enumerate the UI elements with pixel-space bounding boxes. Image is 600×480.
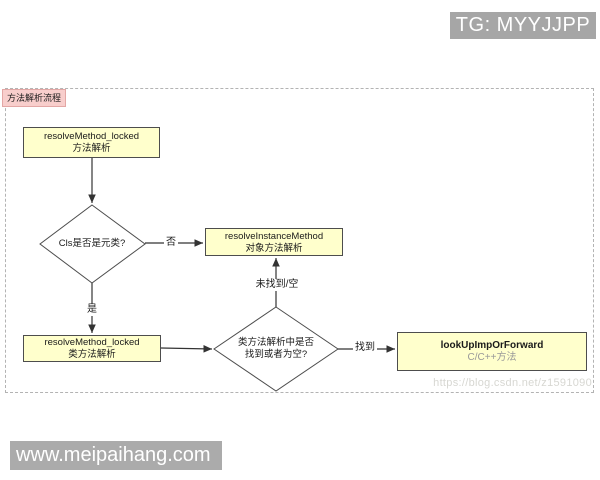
- diamond-label-line1: 类方法解析中是否: [237, 337, 315, 348]
- decision-diamond-found-or-empty: [213, 306, 339, 392]
- tg-watermark-badge: TG: MYYJJPP: [450, 12, 596, 39]
- node-resolve-method-locked-class: resolveMethod_locked 类方法解析: [23, 335, 161, 362]
- node-title: lookUpImpOrForward: [440, 340, 544, 351]
- node-resolve-method-locked-method: resolveMethod_locked 方法解析: [23, 127, 160, 158]
- csdn-url-watermark: https://blog.csdn.net/z1591090: [433, 377, 592, 389]
- node-resolve-instance-method: resolveInstanceMethod 对象方法解析: [205, 228, 343, 256]
- diamond-label-line2: 找到或者为空?: [244, 349, 308, 360]
- node-title: resolveMethod_locked: [44, 337, 140, 348]
- node-title: resolveMethod_locked: [43, 131, 140, 142]
- node-subtitle: C/C++方法: [467, 352, 517, 363]
- edge-label-not-found: 未找到/空: [253, 279, 301, 291]
- node-subtitle: 方法解析: [72, 143, 111, 154]
- node-subtitle: 类方法解析: [68, 349, 116, 360]
- edge-label-yes: 是: [85, 304, 99, 316]
- edge-label-no: 否: [164, 237, 178, 249]
- node-title: resolveInstanceMethod: [224, 230, 324, 242]
- flowchart-title-label: 方法解析流程: [2, 89, 67, 107]
- edge-label-found: 找到: [353, 342, 377, 354]
- diamond-label-found-or-empty: 类方法解析中是否 找到或者为空?: [238, 337, 314, 361]
- edge-class-to-diamond2: [160, 344, 213, 353]
- diamond-label-is-metaclass: Cls是否是元类?: [58, 238, 126, 249]
- node-lookup-imp-or-forward: lookUpImpOrForward C/C++方法: [397, 332, 587, 371]
- node-subtitle: 对象方法解析: [245, 242, 303, 254]
- site-watermark-badge: www.meipaihang.com: [10, 441, 222, 470]
